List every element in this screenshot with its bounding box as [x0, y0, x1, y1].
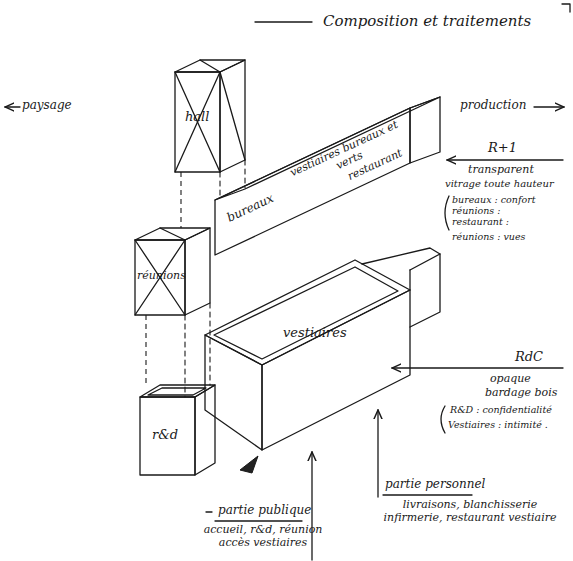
- volume-edge: [140, 397, 195, 475]
- zone-note: livraisons, blanchisserie infirmerie, re…: [380, 499, 560, 524]
- office-volume: bureauxvestiaires bureaux et vertsrestau…: [215, 95, 440, 257]
- volume-edge: [205, 335, 262, 450]
- program-note: réunions :: [452, 206, 500, 217]
- volume-label: hall: [185, 110, 209, 125]
- volume-edge: [410, 254, 440, 327]
- volume-edge: [135, 240, 185, 315]
- direction-label: production: [460, 99, 526, 113]
- dashed-projection-line: [219, 172, 220, 197]
- volume-edge: [185, 228, 210, 315]
- program-note: bureaux : confort: [452, 195, 536, 206]
- underline: [383, 494, 472, 495]
- zone-heading: partie personnel: [385, 478, 485, 492]
- program-note: R&D : confidentialité: [450, 405, 552, 416]
- volume-edge: [135, 240, 185, 315]
- access-arrow: [377, 410, 378, 497]
- hall-volume: hall: [175, 60, 245, 172]
- program-note: réunions : vues: [452, 232, 525, 243]
- volume-edge: [160, 228, 185, 240]
- volume-edge: [195, 385, 215, 475]
- volume-edge: [200, 60, 220, 72]
- direction-arrow: [5, 106, 20, 107]
- volume-edge: [175, 60, 245, 72]
- volume-edge: [410, 97, 440, 163]
- bracket: [441, 406, 445, 433]
- direction-label: paysage: [22, 99, 72, 113]
- treatment-note: vitrage toute hauteur: [445, 178, 554, 190]
- zone-note: accueil, r&d, réunion accès vestiaires: [188, 524, 338, 549]
- diagram-title: Composition et traitements: [323, 13, 531, 30]
- volume-edge: [205, 260, 410, 365]
- dashed-projection-line: [209, 303, 210, 385]
- access-arrow: [311, 452, 312, 560]
- zone-heading: partie publique: [218, 504, 311, 518]
- treatment-note: opaque: [490, 373, 531, 386]
- volume-edge: [148, 388, 206, 395]
- volume-edge: [215, 108, 410, 255]
- level-arrow: [447, 159, 563, 160]
- dashed-projection-line: [180, 172, 181, 228]
- direction-arrow: [534, 106, 564, 107]
- volume-edge: [175, 72, 220, 172]
- program-note: Vestiaires : intimité .: [448, 420, 548, 431]
- volume-edge: [135, 240, 185, 315]
- changing-room-volume: vestiaires: [205, 246, 442, 452]
- dash-mark: [206, 511, 212, 512]
- meeting-volume: réunions: [135, 228, 210, 315]
- research-volume: r&d: [140, 385, 215, 475]
- level-label: RdC: [515, 350, 543, 365]
- volume-label: réunions: [137, 270, 186, 283]
- volume-edge: [220, 60, 245, 172]
- volume-label: bureaux: [225, 192, 276, 226]
- underline: [215, 520, 302, 521]
- volume-label: r&d: [152, 428, 178, 443]
- volume-edge: [175, 72, 220, 172]
- treatment-note: bardage bois: [485, 387, 557, 400]
- level-label: R+1: [488, 141, 517, 156]
- level-arrow: [392, 367, 563, 368]
- corner-mark: [562, 4, 570, 12]
- volume-edge: [214, 267, 398, 359]
- volume-edge: [262, 290, 410, 450]
- dashed-projection-line: [244, 160, 245, 188]
- title-rule: [255, 21, 312, 22]
- volume-edge: [362, 248, 440, 270]
- volume-edge: [409, 270, 410, 290]
- program-note: restaurant :: [452, 217, 509, 228]
- dashed-projection-line: [145, 315, 146, 385]
- bracket: [445, 196, 449, 230]
- volume-edge: [175, 72, 220, 172]
- treatment-note: transparent: [468, 164, 534, 177]
- north-mark: [240, 456, 258, 473]
- volume-label: vestiaires: [283, 326, 347, 341]
- volume-edge: [220, 72, 245, 160]
- volume-outline: [205, 246, 442, 452]
